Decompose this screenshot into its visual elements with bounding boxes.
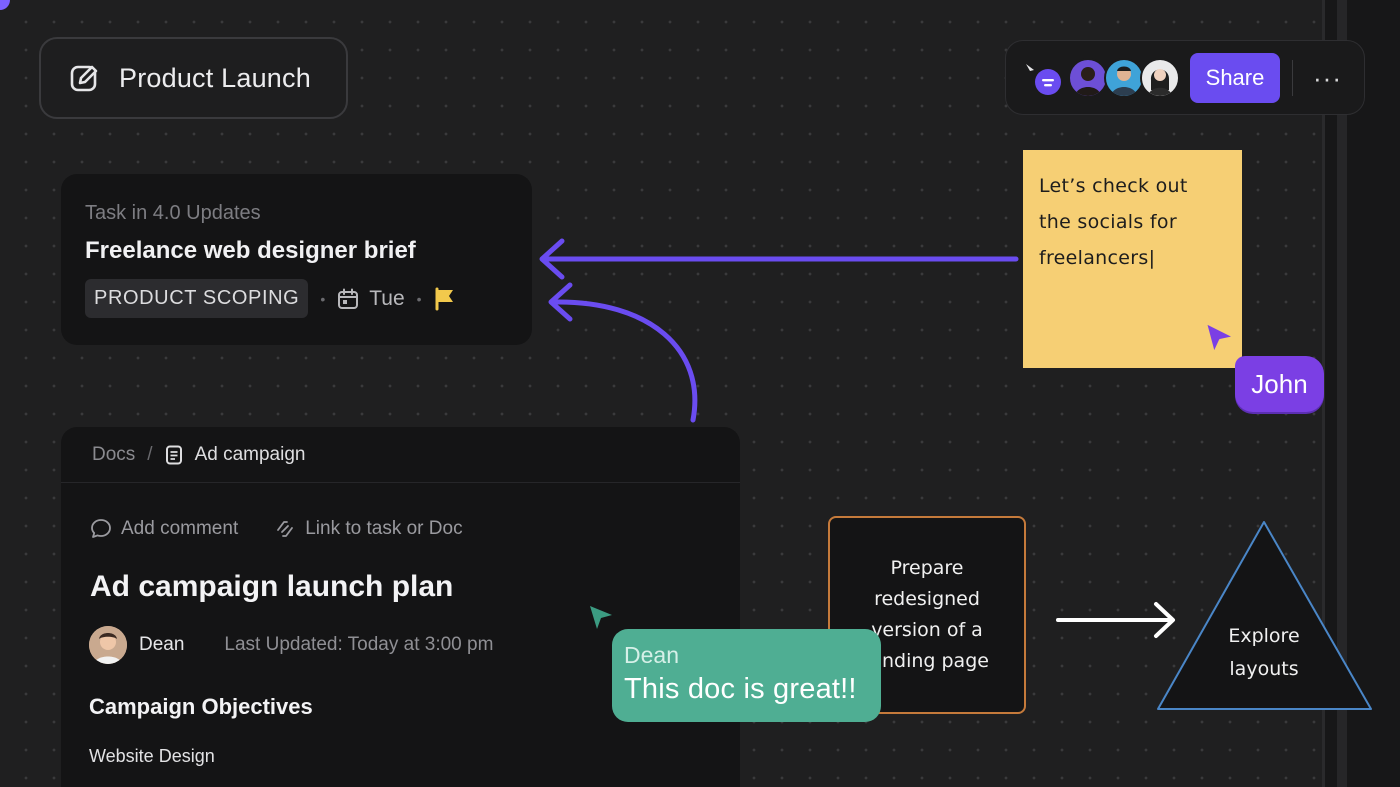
doc-author-row: Dean Last Updated: Today at 3:00 pm — [89, 626, 740, 664]
connector-arrowhead-2 — [548, 282, 573, 322]
link-icon — [277, 521, 294, 537]
task-meta: PRODUCT SCOPING • Tue • — [85, 279, 508, 318]
share-button[interactable]: Share — [1190, 52, 1280, 103]
comment-author: Dean — [624, 642, 679, 668]
board-title: Product Launch — [119, 62, 311, 93]
prepare-line: landing page — [865, 650, 989, 672]
cursor-dean-icon — [590, 606, 612, 629]
triangle-line: layouts — [1229, 658, 1299, 680]
doc-actions: Add comment Link to task or Doc — [61, 518, 740, 540]
sticky-line: the socials for — [1039, 211, 1177, 233]
sticky-note[interactable]: Let’s check out the socials for freelanc… — [1023, 150, 1242, 368]
task-card[interactable]: Task in 4.0 Updates Freelance web design… — [61, 174, 532, 345]
connector-arrowhead-1 — [539, 238, 565, 280]
comment-bubble-icon — [91, 519, 111, 538]
shape-prepare-box[interactable]: Prepare redesigned version of a landing … — [828, 516, 1026, 714]
sticky-line: freelancers| — [1039, 247, 1156, 269]
add-comment-label: Add comment — [121, 518, 239, 539]
prepare-line: Prepare — [890, 557, 964, 579]
add-comment-button[interactable]: Add comment — [90, 518, 238, 540]
cursor-label-john: John — [1235, 356, 1324, 412]
meta-separator: • — [416, 290, 422, 307]
prepare-line: version of a — [871, 619, 983, 641]
last-updated: Last Updated: Today at 3:00 pm — [224, 634, 494, 655]
comment-text: This doc is great!! — [624, 673, 857, 705]
task-title[interactable]: Freelance web designer brief — [85, 237, 416, 264]
triangle-label[interactable]: Explore layouts — [1185, 620, 1343, 686]
due-date-label: Tue — [369, 286, 405, 310]
task-location: Task in 4.0 Updates — [85, 202, 261, 224]
more-options-icon[interactable]: ··· — [1313, 62, 1342, 93]
author-name: Dean — [139, 634, 185, 655]
triangle-line: Explore — [1228, 625, 1300, 647]
status-tag[interactable]: PRODUCT SCOPING — [85, 279, 309, 318]
collaborator-avatars[interactable] — [1068, 57, 1180, 98]
link-task-button[interactable]: Link to task or Doc — [274, 518, 463, 540]
due-date[interactable]: Tue — [337, 286, 405, 311]
breadcrumb-separator: / — [147, 443, 153, 465]
pen-square-icon — [70, 65, 98, 92]
breadcrumb-docs[interactable]: Docs — [92, 443, 136, 465]
doc-title[interactable]: Ad campaign launch plan — [90, 570, 454, 603]
sticky-line: Let’s check out — [1039, 175, 1188, 197]
avatar[interactable] — [89, 626, 127, 664]
breadcrumb-ad-campaign[interactable]: Ad campaign — [194, 443, 306, 465]
collab-toolbar: Share ··· — [1005, 40, 1365, 115]
link-task-label: Link to task or Doc — [305, 518, 463, 539]
calendar-icon — [338, 288, 359, 309]
comment-icon[interactable] — [1024, 58, 1064, 98]
user-avatar-2[interactable] — [1104, 57, 1144, 98]
cursor-john-icon — [1205, 322, 1235, 354]
doc-card[interactable]: Docs / Ad campaign Add comment — [61, 427, 740, 787]
prepare-line: redesigned — [874, 588, 980, 610]
meta-separator: • — [320, 290, 326, 307]
connector-arrowhead-3 — [1154, 602, 1175, 638]
comment-bubble-dean[interactable]: Dean This doc is great!! — [612, 629, 881, 722]
connector-doc-to-task — [550, 299, 698, 423]
doc-breadcrumb: Docs / Ad campaign — [61, 427, 740, 483]
user-avatar-3[interactable] — [1140, 57, 1180, 98]
toolbar-divider — [1292, 59, 1293, 96]
section-item: Website Design — [89, 746, 215, 766]
section-heading: Campaign Objectives — [89, 694, 313, 719]
triangle-shape — [1157, 521, 1372, 710]
priority-flag-icon[interactable] — [434, 287, 456, 311]
document-icon — [165, 445, 182, 464]
board-title-pill[interactable]: Product Launch — [39, 37, 348, 119]
corner-accent — [0, 0, 10, 10]
user-avatar-1[interactable] — [1068, 57, 1108, 98]
